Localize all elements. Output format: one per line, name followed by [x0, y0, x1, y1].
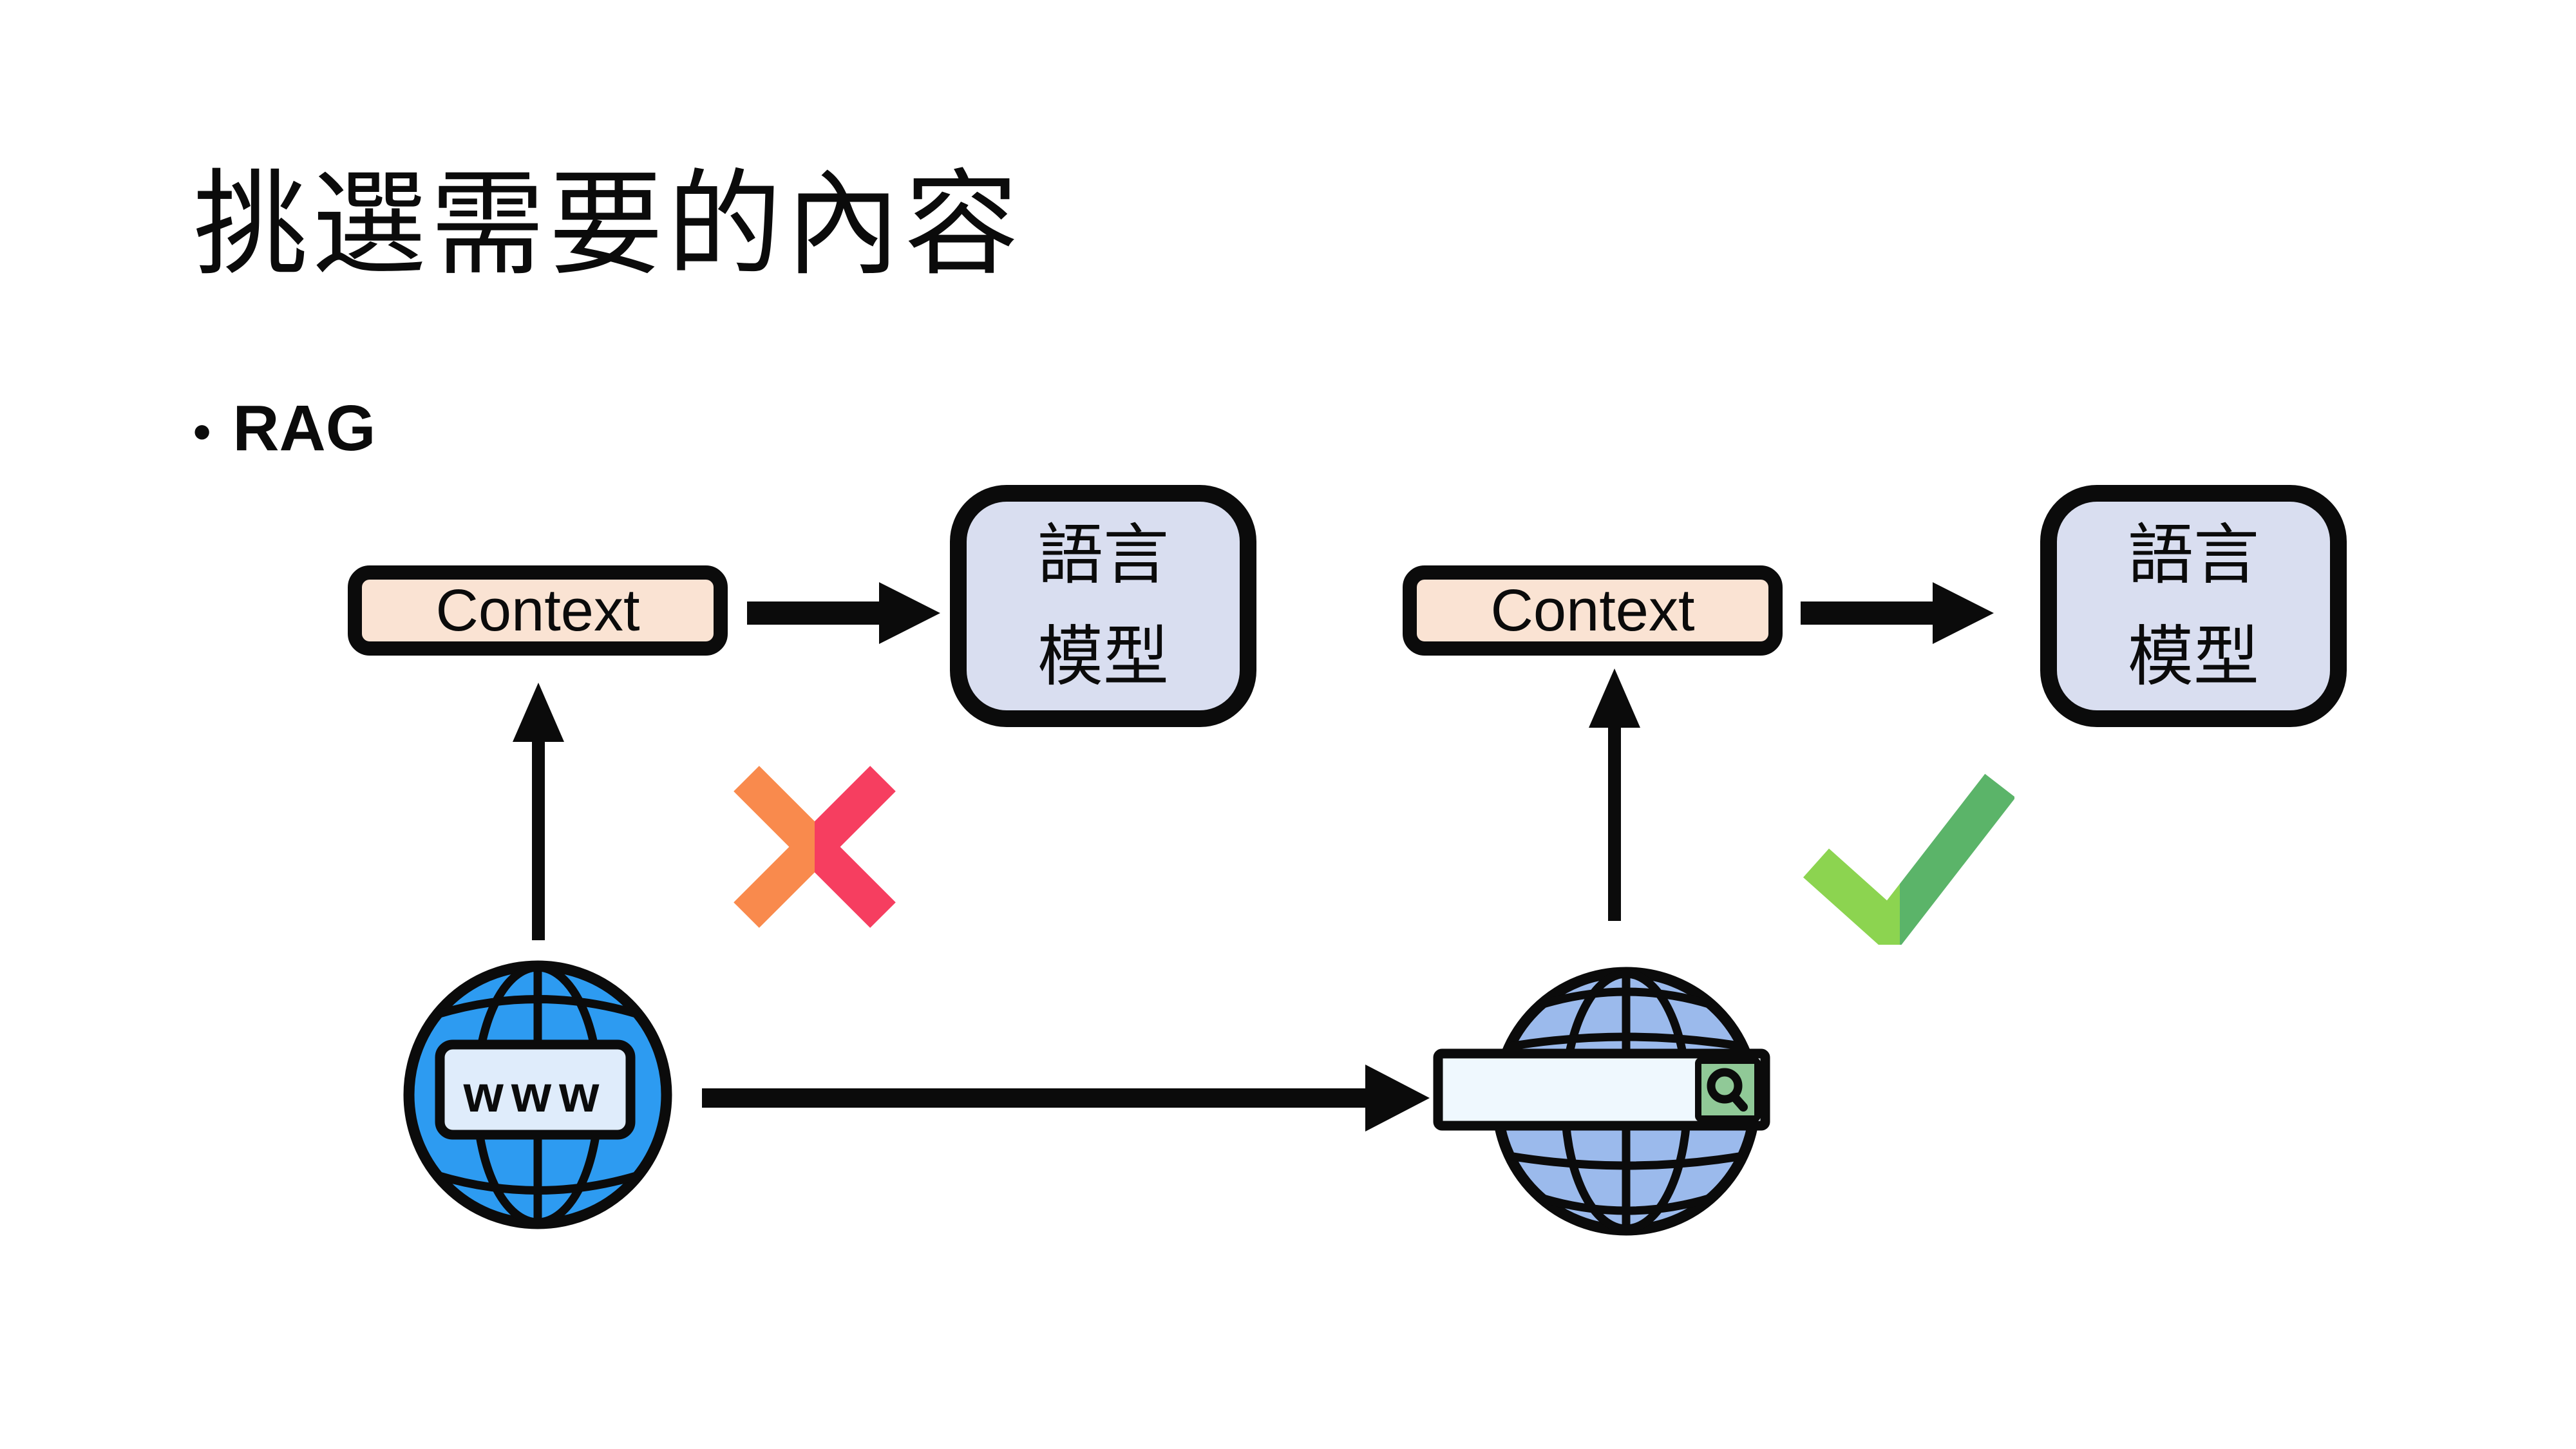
- globe-www-label: www: [463, 1065, 607, 1122]
- arrow-context-to-model-left: [747, 582, 940, 644]
- context-label-left: Context: [435, 577, 640, 643]
- arrow-globe-to-context-right: [1589, 668, 1640, 921]
- model-label-line1-right: 語言: [2128, 518, 2259, 592]
- language-model-box-right: 語言 模型: [2040, 485, 2347, 727]
- www-globe-icon: www: [403, 960, 672, 1229]
- bullet-item-rag: • RAG: [193, 392, 376, 466]
- arrow-globe-to-context-left: [513, 683, 564, 940]
- context-label-right: Context: [1490, 577, 1695, 643]
- search-input: [1433, 1048, 1770, 1131]
- search-icon: [1707, 1068, 1748, 1112]
- page-title: 挑選需要的內容: [193, 160, 1023, 289]
- arrow-context-to-model-right: [1801, 582, 1994, 644]
- model-label-line2-left: 模型: [1037, 620, 1169, 694]
- language-model-box-left: 語言 模型: [950, 485, 1256, 727]
- context-box-right: Context: [1403, 565, 1783, 656]
- search-globe-icon: [1433, 967, 1770, 1236]
- model-label-line1-left: 語言: [1037, 518, 1169, 592]
- model-label-line2-right: 模型: [2128, 620, 2259, 694]
- bullet-marker: •: [193, 402, 211, 460]
- context-box-left: Context: [348, 565, 728, 656]
- cross-icon: [734, 766, 896, 928]
- bullet-label: RAG: [232, 392, 376, 464]
- arrow-globe-to-search: [702, 1065, 1430, 1132]
- check-icon: [1803, 773, 2014, 945]
